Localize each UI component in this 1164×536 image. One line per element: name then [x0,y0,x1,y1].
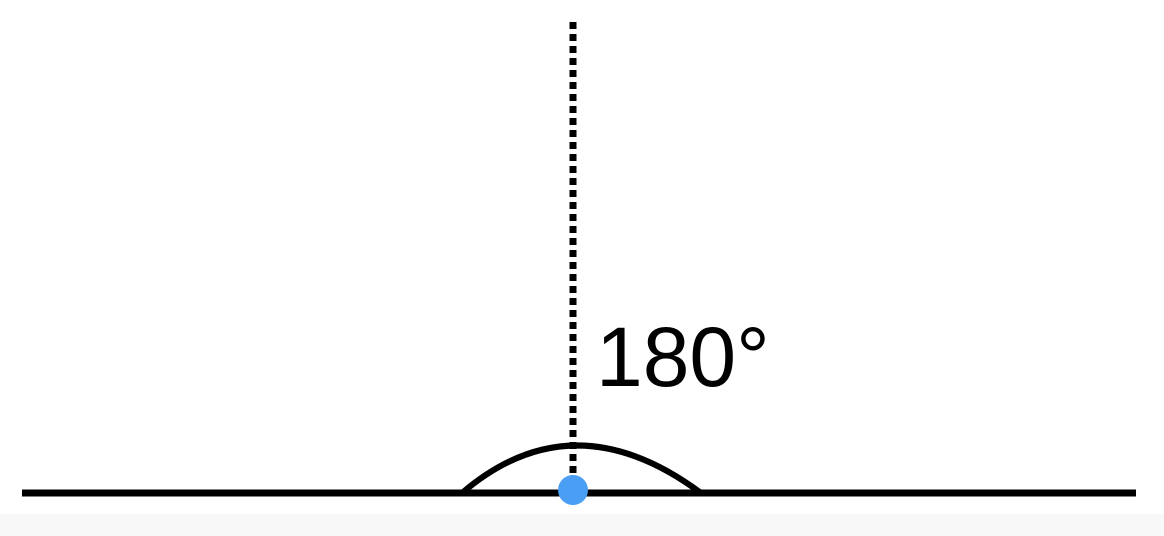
angle-arc [460,442,703,496]
vertex-point [558,475,588,505]
bottom-band [0,514,1164,536]
angle-label: 180° [596,310,770,404]
